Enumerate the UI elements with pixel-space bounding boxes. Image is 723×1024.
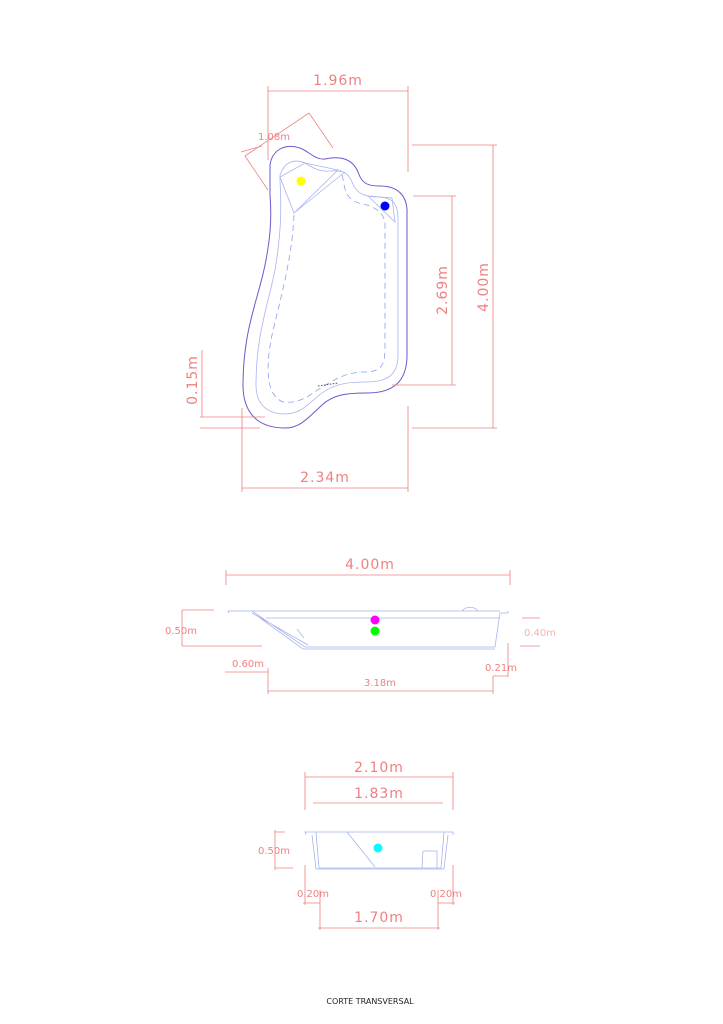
- transverse-section: 2.10m 1.83m 0.50m 0.20m 0.20m 1.70m CORT…: [258, 760, 462, 1006]
- dimension-label: 0.60m: [232, 659, 264, 670]
- dimension-length-total: 4.00m: [412, 144, 497, 429]
- dimension-label: 2.69m: [435, 265, 451, 315]
- dimension-floor-width: 1.70m: [318, 910, 440, 929]
- pool-outline-inner: [255, 160, 399, 415]
- dimension-label: 0.50m: [165, 626, 197, 637]
- dimension-label: 1.96m: [313, 73, 363, 89]
- skimmer-marks: [317, 382, 339, 387]
- plan-view: 1.96m 1.08m 4.00m 2.69m 2.34m 0.15m: [185, 73, 497, 492]
- dimension-width-bottom: 2.34m: [241, 406, 409, 492]
- step-seat-left: [279, 162, 346, 214]
- dimension-floor: 3.18m: [268, 676, 494, 694]
- dimension-label: 0.21m: [485, 663, 517, 674]
- yellow-marker: [296, 176, 306, 186]
- dimension-length-inner: 2.69m: [392, 195, 456, 386]
- pool-floor-dashed: [267, 169, 386, 403]
- cyan-marker: [373, 843, 383, 853]
- dimension-label: 2.10m: [354, 760, 404, 776]
- magenta-marker: [370, 615, 380, 625]
- dimension-depth: 0.50m: [165, 609, 262, 647]
- pool-cross-profile: [304, 831, 454, 870]
- dimension-slope: 0.60m: [225, 659, 269, 694]
- dimension-step-width: 1.08m: [240, 112, 334, 191]
- dimension-offset: 0.15m: [185, 350, 265, 429]
- dimension-label: 2.34m: [300, 470, 350, 486]
- dimension-label: 1.83m: [354, 786, 404, 802]
- dimension-label: 4.00m: [476, 262, 492, 312]
- dimension-edge: 0.21m: [485, 643, 517, 677]
- dimension-label: 0.40m: [524, 628, 556, 639]
- dimension-right-wall: 0.20m: [430, 865, 462, 930]
- dimension-label: 0.50m: [258, 846, 290, 857]
- longitudinal-section: 4.00m 0.50m 0.40m 0.60m 3.18m 0.21m: [165, 557, 556, 694]
- dimension-label: 0.15m: [185, 355, 201, 405]
- dimension-label: 0.20m: [297, 889, 329, 900]
- dimension-left-wall: 0.20m: [297, 865, 329, 930]
- dimension-label: 1.70m: [354, 910, 404, 926]
- dimension-depth: 0.50m: [258, 830, 293, 870]
- pool-section-profile: [227, 606, 509, 650]
- green-marker: [370, 626, 380, 636]
- dimension-label: 1.08m: [258, 132, 290, 143]
- dimension-label: 4.00m: [345, 557, 395, 573]
- pool-outline-outer: [242, 145, 408, 429]
- dimension-label: 0.20m: [430, 889, 462, 900]
- section-caption: CORTE TRANSVERSAL: [326, 997, 414, 1006]
- dimension-width-top: 1.96m: [267, 73, 409, 172]
- blue-marker: [380, 201, 390, 211]
- dimension-label: 3.18m: [364, 678, 396, 689]
- step-seat-right: [366, 195, 396, 224]
- dimension-water-depth: 0.40m: [520, 617, 556, 647]
